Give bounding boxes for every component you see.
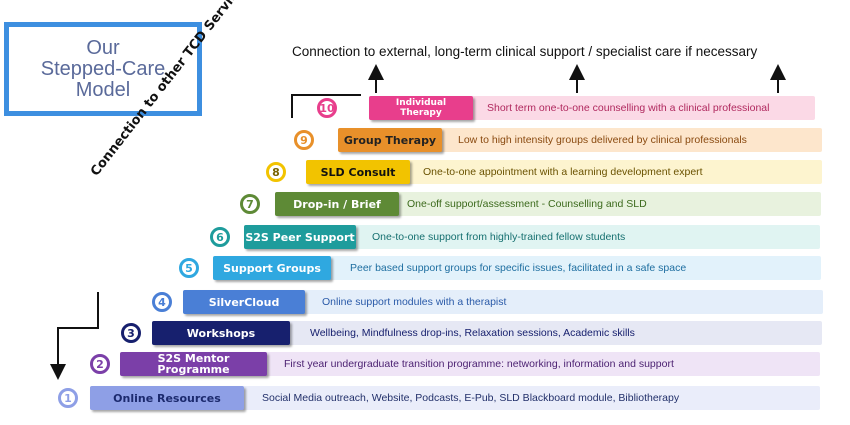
step-number-badge: 5 [179, 258, 199, 278]
title-box: Our Stepped-Care Model [4, 22, 202, 116]
step-label[interactable]: Group Therapy [338, 128, 442, 152]
step-label[interactable]: Online Resources [90, 386, 244, 410]
step-number-badge: 3 [121, 323, 141, 343]
step-label[interactable]: SilverCloud [183, 290, 305, 314]
step-label[interactable]: Individual Therapy [369, 96, 473, 120]
external-connection-label: Connection to external, long-term clinic… [292, 44, 758, 59]
step-number-badge: 8 [266, 162, 286, 182]
step-description: One-off support/assessment - Counselling… [407, 198, 647, 210]
model-title: Our Stepped-Care Model [40, 36, 166, 101]
step-label[interactable]: S2S Mentor Programme [120, 352, 267, 376]
step-label[interactable]: Drop-in / Brief [275, 192, 399, 216]
step-description: Low to high intensity groups delivered b… [458, 134, 747, 146]
step-number-badge: 4 [152, 292, 172, 312]
connection-path [291, 94, 361, 118]
step-description: Online support modules with a therapist [322, 296, 507, 308]
step-number-badge: 10 [317, 98, 337, 118]
step-description: Social Media outreach, Website, Podcasts… [262, 392, 680, 404]
step-label[interactable]: Workshops [152, 321, 290, 345]
step-number-badge: 2 [90, 354, 110, 374]
step-label[interactable]: SLD Consult [306, 160, 410, 184]
step-label[interactable]: S2S Peer Support [244, 225, 356, 249]
step-description: Wellbeing, Mindfulness drop-ins, Relaxat… [310, 327, 635, 339]
step-number-badge: 7 [240, 194, 260, 214]
step-number-badge: 1 [58, 388, 78, 408]
step-description: Peer based support groups for specific i… [350, 262, 687, 274]
step-description: One-to-one appointment with a learning d… [423, 166, 703, 178]
step-description: First year undergraduate transition prog… [284, 358, 674, 370]
step-label[interactable]: Support Groups [213, 256, 331, 280]
step-description: Short term one-to-one counselling with a… [487, 102, 770, 114]
step-number-badge: 6 [210, 227, 230, 247]
step-description: One-to-one support from highly-trained f… [372, 231, 626, 243]
step-number-badge: 9 [294, 130, 314, 150]
connection-path-lower [50, 292, 99, 380]
